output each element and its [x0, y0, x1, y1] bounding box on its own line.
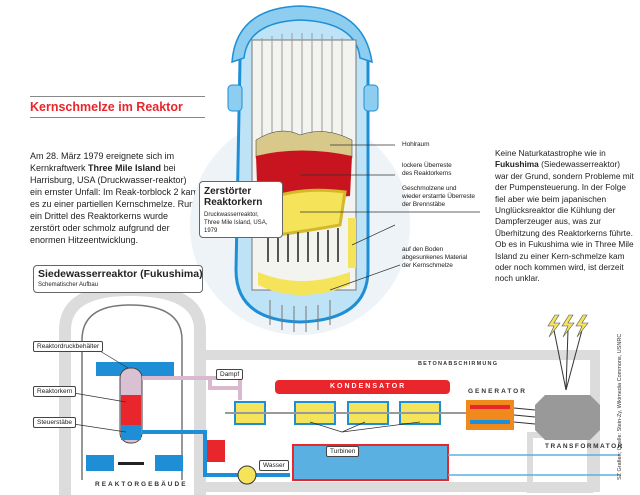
right-text-after: (Siedewasserreaktor) war der Grund, sond…	[495, 159, 634, 284]
label-geschmolzen-line-3: der Brennstäbe	[402, 201, 446, 208]
intro-highlight: Three Mile Island	[88, 163, 162, 173]
leader-lines	[300, 144, 480, 291]
bottom-melt	[258, 272, 350, 295]
tag-turbinen: Turbinen	[326, 446, 360, 457]
bwr-title: Siedewasserreaktor (Fukushima)	[38, 268, 203, 280]
suppression-pool-left	[86, 455, 114, 471]
intro-paragraph: Am 28. März 1979 ereignete sich im Kernk…	[30, 150, 200, 246]
power-lines	[513, 329, 583, 425]
condenser-body	[292, 444, 449, 481]
outlet-nozzle	[363, 84, 379, 112]
destroyed-core-subtitle-line-2: Three Mile Island, USA, 1979	[204, 220, 268, 234]
vessel-dome	[231, 5, 373, 64]
label-kondensator: KONDENSATOR	[330, 383, 407, 390]
control-rod-drive	[118, 462, 144, 465]
transformer-body	[535, 395, 600, 440]
preheater	[207, 440, 225, 462]
label-boden-line-1: auf den Boden	[402, 246, 443, 253]
page-title: Kernschmelze im Reaktor	[30, 100, 183, 114]
label-lockere-line-2: des Reaktorkerns	[402, 170, 452, 177]
right-text-before: Keine Naturkatastrophe wie in	[495, 148, 606, 158]
label-hohlraum: Hohlraum	[402, 141, 430, 148]
destroyed-core-title-line-1: Zerstörter	[204, 186, 252, 197]
generator-coil-red	[470, 405, 510, 409]
header-bottom-rule	[30, 117, 205, 118]
small-core	[121, 395, 141, 425]
suppression-pool-right	[155, 455, 183, 471]
destroyed-core-title-line-2: Reaktorkern	[204, 197, 263, 208]
generator-body	[466, 400, 514, 430]
label-geschmolzen-line-1: Geschmolzene und	[402, 185, 457, 192]
tag-steuerstaebe: Steuerstäbe	[33, 417, 77, 428]
label-betonabschirmung: BETONABSCHIRMUNG	[418, 361, 499, 367]
destroyed-core-subtitle: Druckwasserreaktor, Three Mile Island, U…	[204, 211, 282, 235]
destroyed-core-box: Zerstörter Reaktorkern Druckwasserreakto…	[199, 181, 283, 238]
label-reaktorgebaeude: REAKTORGEBÄUDE	[95, 481, 188, 488]
intro-text-after: bei Harrisburg, USA (Druckwasser-reaktor…	[30, 163, 200, 245]
feed-pump	[237, 465, 257, 485]
intro-text-before: Am 28. März 1979 ereignete sich im Kernk…	[30, 151, 175, 173]
lightning-icons	[547, 314, 589, 338]
label-boden-line-2: abgesunkenes Material	[402, 254, 468, 261]
steam-line	[142, 376, 240, 390]
feedwater-line	[142, 430, 290, 477]
destroyed-core-subtitle-line-1: Druckwasserreaktor,	[204, 212, 259, 218]
label-boden: auf den Boden abgesunkenes Material der …	[402, 246, 467, 270]
bwr-subtitle: Schematischer Aufbau	[38, 282, 99, 288]
cavity-debris	[255, 130, 353, 159]
instrument-tubes	[269, 300, 331, 332]
generator-coil-blue	[470, 420, 510, 424]
tag-wasser: Wasser	[259, 460, 289, 471]
tag-dampf: Dampf	[216, 369, 244, 380]
containment-wall	[81, 304, 183, 480]
label-lockere-overreste: lockere Überreste des Reaktorkerns	[402, 162, 452, 178]
label-transformator: TRANSFORMATOR	[545, 443, 624, 450]
tag-reaktorkern: Reaktorkern	[33, 386, 77, 397]
bwr-box: Siedewasserreaktor (Fukushima) Schematis…	[33, 265, 203, 293]
lightning-icon-2	[561, 314, 575, 338]
label-geschmolzen-line-2: wieder erstarrte Überreste	[402, 193, 475, 200]
side-melt	[348, 218, 356, 268]
right-highlight: Fukushima	[495, 159, 539, 170]
label-geschmolzene: Geschmolzene und wieder erstarrte Überre…	[402, 185, 475, 209]
right-paragraph: Keine Naturkatastrophe wie in Fukushima …	[495, 148, 635, 285]
destroyed-core-title: Zerstörter Reaktorkern	[204, 186, 262, 208]
label-lockere-line-1: lockere Überreste	[402, 162, 452, 169]
condenser-header	[275, 380, 450, 394]
lightning-icon-1	[547, 314, 561, 338]
label-boden-line-3: der Kernschmelze	[402, 262, 453, 269]
image-credit: SZ Grafien; Quelle: Stein-Zy, Wikimedia …	[617, 333, 623, 480]
small-water	[121, 425, 141, 440]
inlet-nozzle	[227, 84, 243, 112]
guide-tubes	[261, 33, 343, 140]
lightning-icon-3	[575, 314, 589, 338]
header-top-rule	[30, 96, 205, 97]
tag-reaktordruckbehaelter: Reaktordruckbehälter	[33, 341, 104, 352]
label-generator: GENERATOR	[468, 388, 527, 395]
lower-fuel-rods	[267, 228, 339, 262]
